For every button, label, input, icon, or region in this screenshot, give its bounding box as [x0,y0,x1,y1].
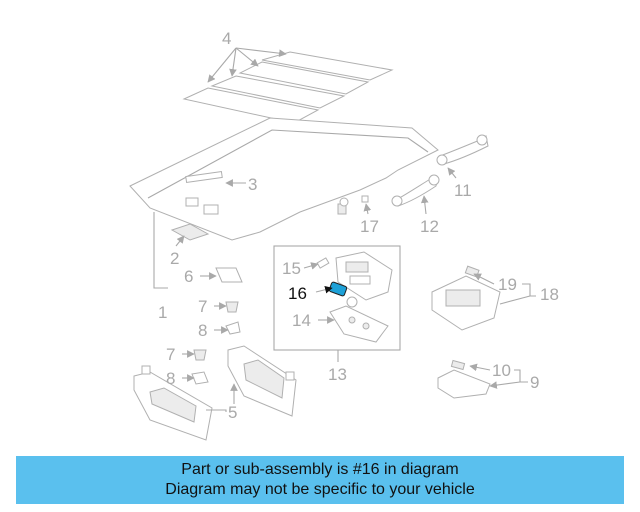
leader-18b [499,295,531,305]
leader-16 [315,285,333,294]
callout-12: 12 [420,217,439,236]
callout-8-upper: 8 [198,321,207,340]
console-lens-14 [329,305,389,343]
leader-12 [420,195,429,215]
callout-17: 17 [360,217,379,236]
callout-16: 16 [288,284,307,303]
insulator-pads [182,51,394,124]
clip-7a [225,301,239,313]
leader-11 [447,167,457,179]
leader-19 [473,273,495,285]
callout-18: 18 [540,285,559,304]
coat-hook-17 [337,195,369,215]
callout-6: 6 [184,267,193,286]
sun-visor-left [133,365,213,441]
callout-10: 10 [492,361,511,380]
console-housing [335,251,393,301]
callout-8-lower: 8 [166,369,175,388]
callout-13: 13 [328,365,347,384]
console-group-box [273,245,401,351]
info-banner: Part or sub-assembly is #16 in diagram D… [16,456,624,504]
callout-19: 19 [498,275,517,294]
callout-4-leaders [207,47,287,83]
lamp-6 [215,267,243,283]
callout-14: 14 [292,311,311,330]
leader-1 [153,212,168,289]
clip-8a [225,321,241,335]
callout-3: 3 [248,175,257,194]
leader-10 [469,363,491,372]
callout-9: 9 [530,373,539,392]
callout-7-upper: 7 [198,297,207,316]
callout-5: 5 [228,403,237,422]
callout-1: 1 [158,303,167,322]
clip-8b [191,371,209,385]
lamp-9 [437,359,491,399]
parts-diagram: 4 3 11 12 17 2 6 7 8 1 7 8 5 15 16 14 13… [129,29,559,441]
leader-9 [514,369,528,383]
callout-7-lower: 7 [166,345,175,364]
leader-17 [363,203,372,215]
leader-5 [206,409,227,412]
highlighted-part-16 [328,281,358,308]
leader-18 [522,283,536,297]
banner-line-disclaimer: Diagram may not be specific to your vehi… [165,481,475,498]
callout-2: 2 [170,249,179,268]
map-lamp-18 [431,265,501,331]
callout-11: 11 [454,181,472,200]
leader-9b [489,381,521,389]
bulb-15 [316,257,330,269]
callout-4: 4 [222,29,231,48]
clip-7b [193,349,207,361]
leader-15 [303,262,319,270]
leader-2 [175,235,185,247]
headliner [129,117,439,241]
grab-handle-11 [436,134,489,166]
callout-15: 15 [282,259,301,278]
sun-visor-right [227,345,297,417]
grab-handle-12 [391,174,440,207]
banner-line-part: Part or sub-assembly is #16 in diagram [181,461,459,478]
